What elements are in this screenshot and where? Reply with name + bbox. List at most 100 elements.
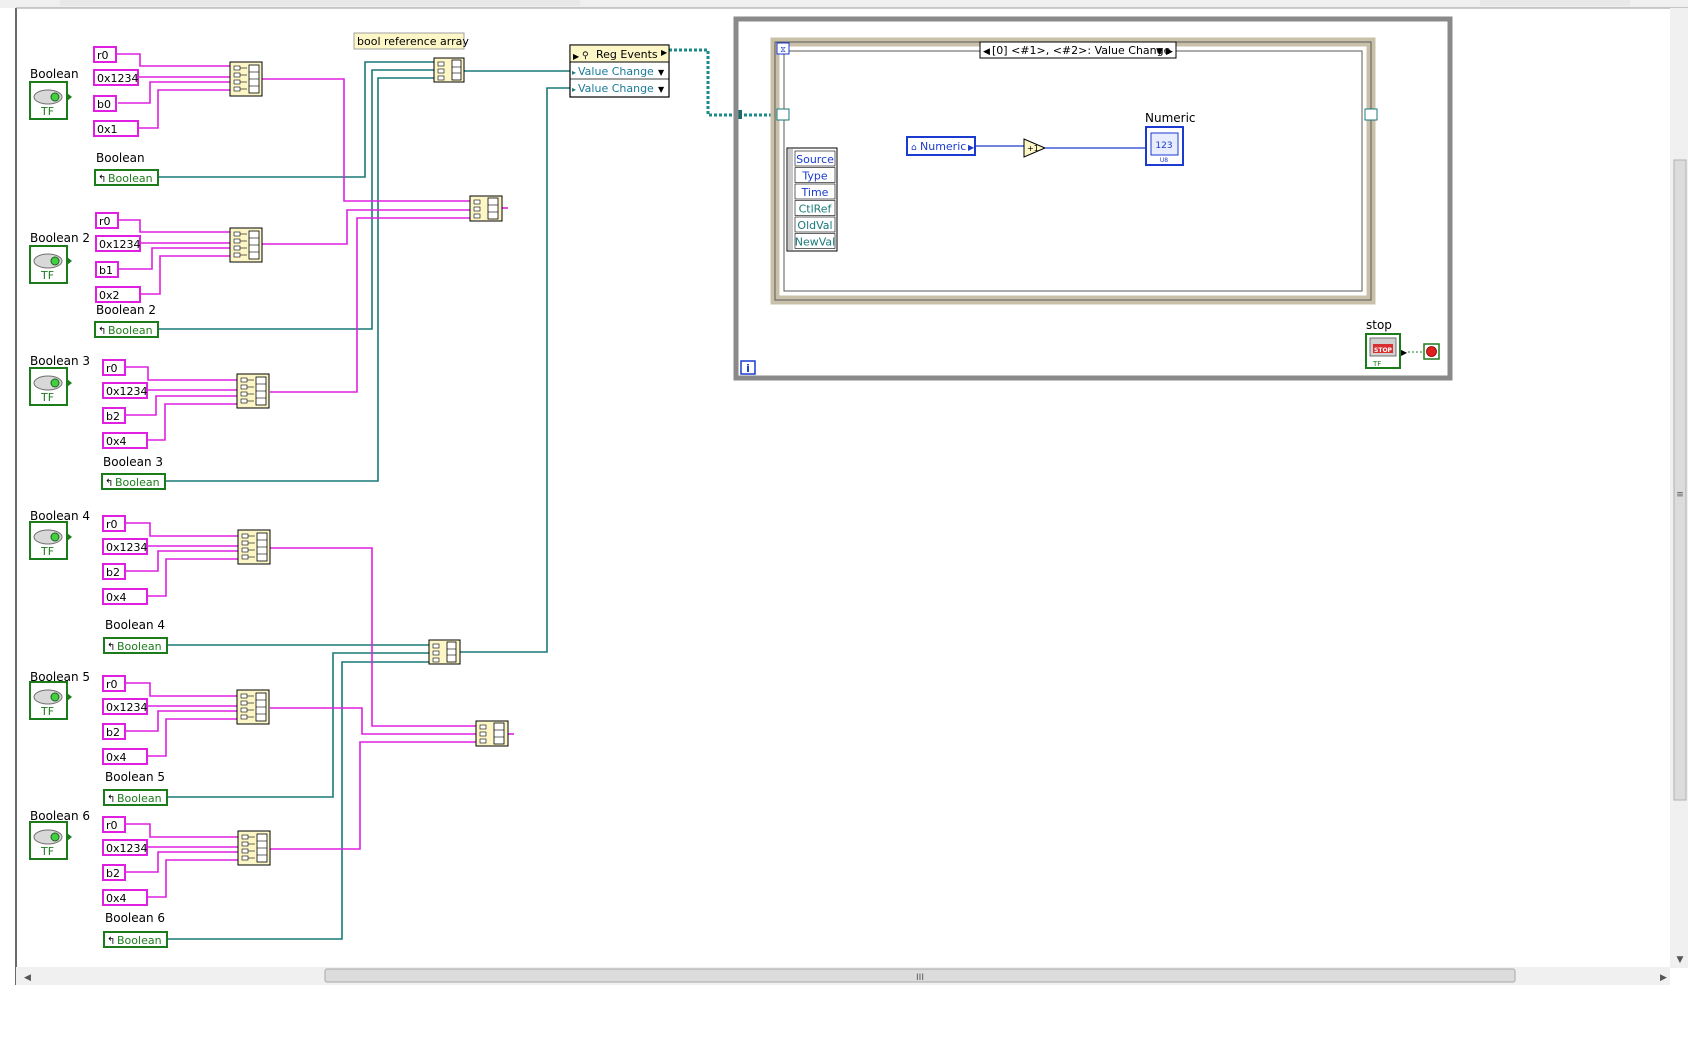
stop-control[interactable]: stop STOP TF ▶	[1365, 318, 1408, 369]
constant-1[interactable]: r0	[102, 515, 126, 532]
increment-node[interactable]: +1	[1023, 138, 1047, 158]
boolean-refnum-5[interactable]: Boolean 5↰Boolean	[103, 770, 168, 806]
loop-condition-terminal[interactable]	[1423, 343, 1440, 360]
constant-3[interactable]: b2	[102, 407, 126, 424]
constant-value: b2	[106, 867, 120, 880]
horizontal-scrollbar[interactable]: III ◀ ▶	[16, 967, 1670, 985]
constant-4[interactable]: 0x4	[102, 588, 148, 605]
constant-3[interactable]: b1	[95, 261, 119, 278]
boolean-terminal-4[interactable]: Boolean 4TF	[29, 509, 90, 560]
constant-value: r0	[106, 518, 118, 531]
reg-events-node[interactable]: ⚲ Reg Events ▶ ▶ ▸ Value Change ▼ ▸ Valu…	[569, 44, 670, 98]
boolean-refnum-2[interactable]: Boolean 2↰Boolean	[94, 303, 159, 338]
constant-3[interactable]: b2	[102, 723, 126, 740]
constant-1[interactable]: r0	[102, 816, 126, 833]
constant-1[interactable]: r0	[95, 212, 119, 229]
hourglass-icon: ⧖	[780, 45, 786, 54]
constant-4[interactable]: 0x1	[93, 120, 139, 137]
build-array-clusters-bottom[interactable]	[475, 720, 509, 747]
out-arrow-icon	[67, 93, 72, 101]
cluster-wires[interactable]	[110, 53, 514, 898]
bundle-node-6[interactable]	[237, 830, 271, 866]
constant-3[interactable]: b2	[102, 864, 126, 881]
constant-2[interactable]: 0x1234	[102, 538, 148, 555]
bundle-node-1[interactable]	[229, 61, 263, 97]
constant-1[interactable]: r0	[102, 675, 126, 692]
dropdown-arrow-icon[interactable]: ▼	[658, 68, 665, 77]
vertical-scrollbar[interactable]: ≡ ▼	[1670, 8, 1688, 968]
event-data-item[interactable]: OldVal	[794, 216, 836, 233]
iteration-terminal	[740, 360, 756, 375]
event-case-selector[interactable]: ◀ [0] <#1>, <#2>: Value Change ▼ ▶	[979, 41, 1177, 59]
boolean-refnum-6[interactable]: Boolean 6↰Boolean	[103, 911, 168, 948]
build-array-refs-top[interactable]	[433, 57, 465, 83]
vertical-scroll-thumb[interactable]	[1673, 159, 1687, 801]
while-loop[interactable]: i	[733, 16, 1453, 381]
event-registration-wire[interactable]	[669, 48, 780, 119]
bundle-node-3[interactable]	[236, 373, 270, 409]
constant-value: 0x1234	[106, 842, 148, 855]
refnum-label: Boolean 5	[105, 770, 165, 784]
horizontal-scroll-thumb[interactable]	[324, 968, 1516, 983]
constant-2[interactable]: 0x1234	[102, 698, 148, 715]
event-data-item[interactable]: CtlRef	[794, 200, 836, 216]
constant-3[interactable]: b0	[93, 95, 117, 112]
event-data-item[interactable]: NewVal	[794, 233, 836, 249]
refnum-wires[interactable]	[158, 61, 570, 940]
decrement-arrow-icon[interactable]: ◀	[983, 47, 990, 57]
boolean-terminal-5[interactable]: Boolean 5TF	[29, 670, 90, 720]
event-structure[interactable]: ⧖ ◀ [0] <#1>, <#2>: Value Change ▼ ▶ Sou…	[770, 37, 1378, 305]
scroll-down-icon[interactable]: ▼	[1677, 955, 1684, 965]
bundle-node-2[interactable]	[229, 227, 263, 263]
boolean-refnum-4[interactable]: Boolean 4↰Boolean	[103, 618, 168, 654]
stop-label: stop	[1366, 318, 1392, 332]
tf-text: TF	[1372, 360, 1381, 368]
constant-1[interactable]: r0	[102, 359, 126, 376]
boolean-terminal-label: Boolean 5	[30, 670, 90, 684]
bundle-node-5[interactable]	[236, 689, 270, 725]
constant-1[interactable]: r0	[93, 46, 117, 63]
boolean-terminal-6[interactable]: Boolean 6TF	[29, 809, 90, 860]
refnum-text: Boolean	[108, 324, 153, 337]
constant-4[interactable]: 0x2	[95, 286, 141, 303]
boolean-terminal-3[interactable]: Boolean 3TF	[29, 354, 90, 406]
refnum-label: Boolean	[96, 151, 145, 165]
constant-2[interactable]: 0x1234	[93, 69, 139, 86]
numeric-local-variable[interactable]: ⌂ Numeric ▶	[906, 136, 976, 156]
constant-value: b2	[106, 566, 120, 579]
constant-4[interactable]: 0x4	[102, 889, 148, 906]
dropdown-arrow-icon[interactable]: ▼	[658, 85, 665, 94]
bundle-node-4[interactable]	[237, 529, 271, 565]
boolean-terminal-2[interactable]: Boolean 2TF	[29, 231, 90, 284]
build-array-clusters-top[interactable]	[469, 195, 503, 222]
event-data-item[interactable]: Time	[794, 183, 836, 200]
case-dropdown-icon[interactable]: ▼	[1156, 47, 1163, 57]
boolean-terminal-label: Boolean 4	[30, 509, 90, 523]
boolean-refnum-1[interactable]: Boolean↰Boolean	[94, 151, 159, 186]
event-data-item[interactable]: Source	[794, 150, 836, 167]
reg-event-item-1[interactable]: Value Change	[578, 65, 654, 78]
refnum-text: Boolean	[117, 640, 162, 653]
constant-4[interactable]: 0x4	[102, 432, 148, 449]
out-arrow-icon	[67, 257, 72, 265]
event-data-item[interactable]: Type	[794, 167, 836, 183]
event-case-label: [0] <#1>, <#2>: Value Change	[992, 44, 1171, 57]
reg-event-item-2[interactable]: Value Change	[578, 82, 654, 95]
boolean-refnum-3[interactable]: Boolean 3↰Boolean	[101, 455, 166, 490]
constant-2[interactable]: 0x1234	[95, 235, 141, 252]
bool-reference-array-label: bool reference array	[353, 32, 469, 50]
numeric-indicator[interactable]: Numeric 123 U8	[1145, 111, 1196, 166]
constant-4[interactable]: 0x4	[102, 748, 148, 765]
scroll-left-icon[interactable]: ◀	[24, 973, 31, 983]
constant-3[interactable]: b2	[102, 563, 126, 580]
constant-2[interactable]: 0x1234	[102, 839, 148, 856]
constant-2[interactable]: 0x1234	[102, 382, 148, 399]
led-icon	[50, 692, 60, 702]
increment-arrow-icon[interactable]: ▶	[1166, 47, 1173, 57]
build-array-refs-bottom[interactable]	[428, 639, 461, 665]
scroll-right-icon[interactable]: ▶	[1660, 973, 1667, 983]
out-arrow-icon: ▶	[1401, 348, 1408, 357]
